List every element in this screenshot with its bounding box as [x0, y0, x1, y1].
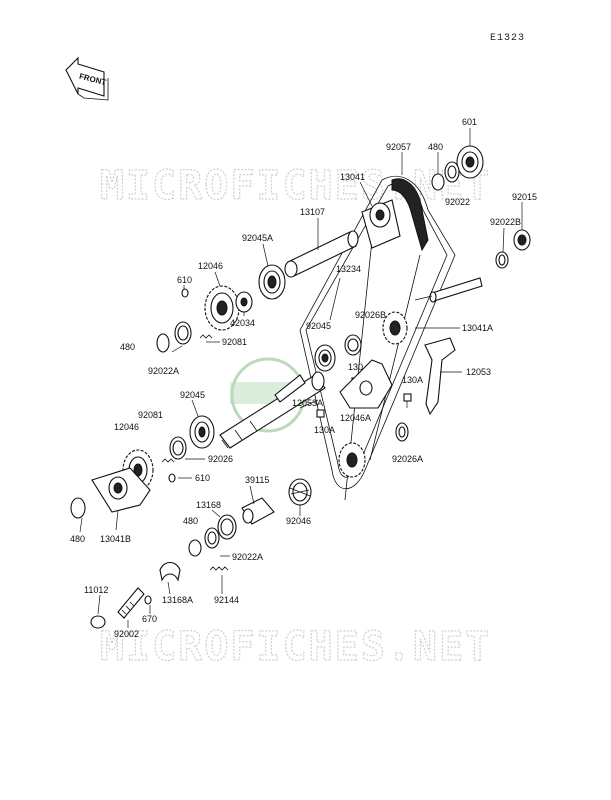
watermark-top: MICROFICHES.NET: [100, 163, 491, 209]
bearing-92015: [513, 229, 531, 251]
part-42034: [235, 291, 253, 313]
front-arrow-icon: FRONT: [65, 56, 109, 101]
part-label: 130: [348, 362, 363, 372]
ring-92022B: [495, 251, 509, 269]
oring-670: [144, 595, 152, 605]
part-label: 13234: [336, 264, 361, 274]
part-label: 42034: [230, 318, 255, 328]
bolt-130A-left: [316, 409, 325, 418]
part-label: 13107: [300, 207, 325, 217]
ring-13168: [217, 514, 237, 540]
part-label: 12046: [114, 422, 139, 432]
ring-92022A-lower: [204, 527, 220, 549]
shaft-39115: [241, 497, 275, 525]
reference-code: E1323: [490, 33, 525, 44]
cam-13041B: [91, 467, 151, 513]
part-label: 130A: [402, 375, 423, 385]
pin-610-lower: [168, 473, 176, 483]
bearing-92045-mid: [314, 344, 336, 372]
part-label: 12046A: [340, 413, 371, 423]
part-label: 92045: [306, 321, 331, 331]
ring-92022A-upper: [174, 321, 192, 345]
part-label: 92022A: [232, 552, 263, 562]
part-label: 480: [120, 342, 135, 352]
ring-92026A: [395, 422, 409, 442]
part-label: 92022A: [148, 366, 179, 376]
part-label: 480: [70, 534, 85, 544]
shaft-13107: [284, 230, 359, 278]
bearing-92045-lower: [189, 415, 215, 449]
part-label: 92022: [445, 197, 470, 207]
spring-92081-upper: [199, 334, 213, 339]
part-label: 670: [142, 614, 157, 624]
part-label: 13168: [196, 500, 221, 510]
part-label: 92144: [214, 595, 239, 605]
part-label: 610: [195, 473, 210, 483]
part-label: 13168A: [162, 595, 193, 605]
part-label: 480: [183, 516, 198, 526]
part-label: 39115: [245, 475, 269, 485]
washer-480-lower-left: [70, 497, 86, 519]
ring-92022-top: [444, 161, 460, 183]
watermark-bottom: MICROFICHES.NET: [100, 624, 491, 670]
part-label: 92015: [512, 192, 537, 202]
part-labels: 601 480 92057 92022 92015 13041 92022B 1…: [70, 117, 537, 639]
part-label: 13041A: [462, 323, 493, 333]
part-label: 92026: [208, 454, 233, 464]
clip-13168A: [159, 561, 181, 582]
sprocket-13041: [361, 199, 401, 249]
part-label: 92026A: [392, 454, 423, 464]
part-label: 13041: [340, 172, 365, 182]
part-label: 92081: [222, 337, 247, 347]
part-label: 11012: [84, 585, 108, 595]
tensioner-12053A: [339, 359, 393, 409]
part-label: 12053A: [292, 398, 323, 408]
sprocket-lower: [338, 442, 366, 478]
part-label: 92045: [180, 390, 205, 400]
part-label: 92026B: [355, 310, 386, 320]
bearing-92046: [288, 478, 312, 506]
leader-lines: [79, 128, 523, 628]
spring-92144: [209, 566, 229, 571]
kick-shaft: [219, 371, 326, 449]
part-label: 92057: [386, 142, 411, 152]
part-label: 92046: [286, 516, 311, 526]
part-label: 92002: [114, 629, 139, 639]
ring-92026: [169, 436, 187, 460]
part-label: 480: [428, 142, 443, 152]
spring-92081-lower: [161, 458, 175, 463]
shaft-13234: [414, 277, 483, 303]
part-label: 12046: [198, 261, 223, 271]
part-label: 610: [177, 275, 192, 285]
part-label: 12053: [466, 367, 491, 377]
part-label: 130A: [314, 425, 335, 435]
bolt-92002: [117, 587, 145, 619]
part-label: 92081: [138, 410, 163, 420]
bearing-601: [456, 145, 484, 179]
bearing-92045A: [258, 264, 286, 300]
washer-480-upper: [156, 333, 170, 353]
cap-11012: [90, 615, 106, 629]
part-label: 13041B: [100, 534, 131, 544]
chain-guide-92057: [391, 178, 429, 252]
part-label: 92022B: [490, 217, 521, 227]
washer-480-top: [431, 173, 445, 191]
lever-12053: [424, 337, 456, 416]
washer-480-mid: [188, 539, 202, 557]
part-label: 601: [462, 117, 477, 127]
ring-92026B: [344, 334, 362, 356]
bolt-130A-right: [403, 393, 412, 408]
sprocket-13041A: [382, 311, 408, 345]
part-label: 92045A: [242, 233, 273, 243]
pin-610-upper: [181, 288, 189, 298]
